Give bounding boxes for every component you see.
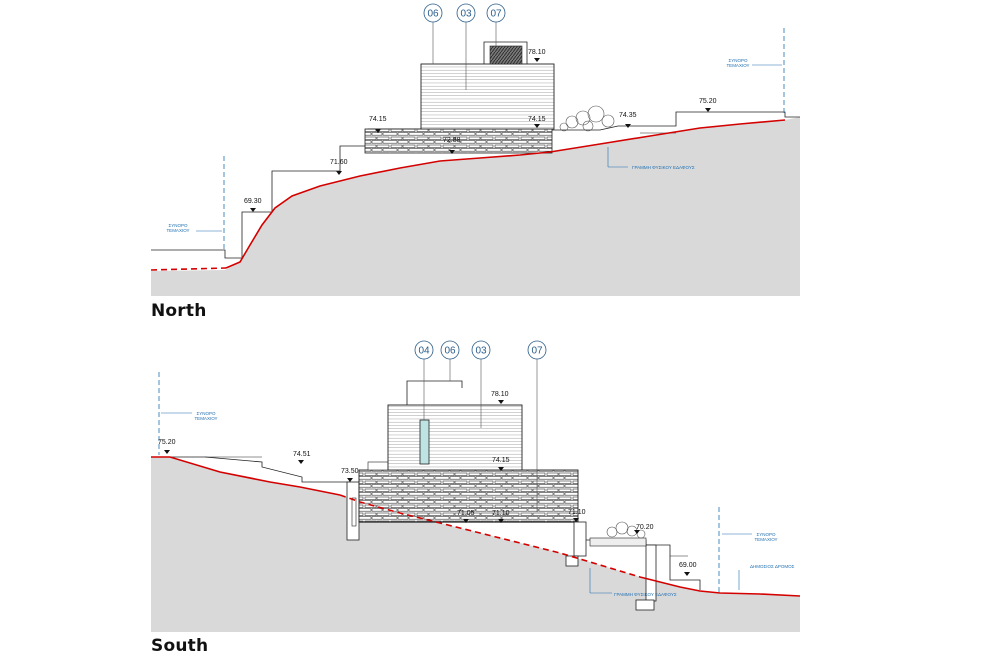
south-note-boundary-right-1: ΣΥΝΟΡΟ [756,532,776,537]
north-level-garden: 74.35 [619,112,637,119]
south-natural-ground-dashed [339,494,641,578]
north-level-step-low: 69.30 [244,198,262,205]
south-level-floor-b: 71.10 [492,510,510,517]
north-level-markers [250,58,711,212]
north-house-volume [420,63,555,130]
north-note-boundary-right-2: ΤΕΜΑΧΙΟΥ [726,63,749,68]
north-stone-wall [364,128,553,154]
south-note-boundary-right-2: ΤΕΜΑΧΙΟΥ [754,537,777,542]
south-caption: South [151,636,209,656]
south-note-ground-line: ΓΡΑΜΜΗ ΦΥΣΙΚΟΥ ΕΔΑΦΟΥΣ [614,592,677,597]
north-note-boundary-right-1: ΣΥΝΟΡΟ [728,58,748,63]
north-level-terrace-right: 74.15 [528,116,546,123]
north-shrub [559,105,615,132]
svg-text:03: 03 [475,346,487,357]
south-level-roof: 78.10 [491,391,509,398]
north-level-terrace-left: 74.15 [369,116,387,123]
north-note-boundary-left-2: ΤΕΜΑΧΙΟΥ [166,228,189,233]
svg-text:03: 03 [460,9,472,20]
south-level-left-top: 75.20 [158,439,176,446]
north-note-boundary-left-1: ΣΥΝΟΡΟ [168,223,188,228]
svg-text:07: 07 [490,9,502,20]
south-note-public-road: ΔΗΜΟΣΙΟΣ ΔΡΟΜΟΣ [750,564,795,569]
north-note-ground-line: ΓΡΑΜΜΗ ΦΥΣΙΚΟΥ ΕΔΑΦΟΥΣ [632,165,695,170]
svg-text:04: 04 [418,346,430,357]
svg-text:06: 06 [427,9,439,20]
south-note-boundary-left-1: ΣΥΝΟΡΟ [196,411,216,416]
south-tag-06: 06 [440,340,460,360]
north-level-top-right: 75.20 [699,98,717,105]
south-natural-ground-solid-end [639,576,801,597]
south-level-wall-top: 73.50 [341,468,359,475]
south-lower-structures [577,522,701,590]
south-level-garden: 70.20 [636,524,654,531]
svg-text:07: 07 [531,346,543,357]
south-ground [151,457,800,632]
svg-text:06: 06 [444,346,456,357]
south-window-panel [419,419,430,465]
south-natural-ground-line [151,456,341,496]
north-roof-frame [483,41,528,64]
south-level-floor-a: 71.05 [457,510,475,517]
south-roof-frame [406,380,463,405]
south-note-boundary-left-2: ΤΕΜΑΧΙΟΥ [194,416,217,421]
south-level-terrace: 74.15 [492,457,510,464]
north-right-steps [552,111,800,131]
south-tag-03: 03 [471,340,491,360]
north-tag-03: 03 [456,3,476,23]
south-upper-path [151,456,351,500]
north-tag-06: 06 [423,3,443,23]
north-ground [151,117,800,296]
north-level-step-mid: 71.60 [330,159,348,166]
south-tag-07: 07 [527,340,547,360]
north-roof-vent [489,45,523,65]
south-level-markers [164,400,690,576]
south-level-floor-c: 71.10 [568,509,586,516]
north-level-roof: 78.10 [528,49,546,56]
north-level-lower-floor: 72.88 [443,137,461,144]
south-elevation: 04 06 03 07 78.10 74.15 75.20 74.51 73.5… [151,340,801,632]
north-natural-ground-dashed [150,267,227,271]
south-level-path: 74.51 [293,451,311,458]
north-natural-ground-line [225,119,786,269]
north-tag-07: 07 [486,3,506,23]
south-tag-04: 04 [414,340,434,360]
south-stone-wall [358,469,579,523]
north-elevation: 06 03 07 78.10 74.15 74.15 72.88 74.35 7… [150,3,800,296]
south-house-volume [387,404,523,471]
north-caption: North [151,301,207,321]
south-level-street: 69.00 [679,562,697,569]
